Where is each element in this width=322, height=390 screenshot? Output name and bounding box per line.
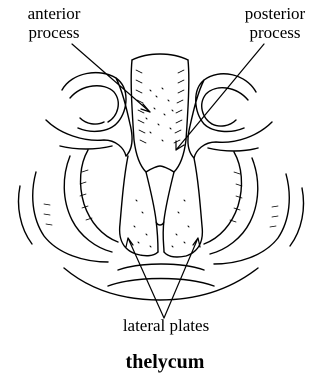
posterior-label-line-2: process (228, 23, 322, 42)
leader-lines (72, 44, 264, 318)
posterior-leader (176, 44, 264, 150)
right-coxa-hatching (230, 172, 278, 227)
posterior-process-label: posterior process (228, 4, 322, 42)
right-upper-lobe (188, 74, 272, 158)
anterior-label-line-2: process (6, 23, 102, 42)
anterior-leader (72, 44, 150, 112)
anterior-process-stipple (146, 88, 173, 141)
lateral-plates (120, 156, 203, 257)
central-plate (131, 54, 189, 172)
lateral-plates-label: lateral plates (96, 316, 236, 335)
left-coxa (19, 150, 119, 262)
figure-title: thelycum (80, 350, 250, 374)
lower-segment (64, 264, 258, 300)
left-coxa-hatching (44, 170, 92, 225)
right-coxa (204, 152, 304, 264)
posterior-label-line-1: posterior (228, 4, 322, 23)
lateral-plate-stipple (134, 200, 189, 247)
anterior-label-line-1: anterior (6, 4, 102, 23)
anterior-process-label: anterior process (6, 4, 102, 42)
